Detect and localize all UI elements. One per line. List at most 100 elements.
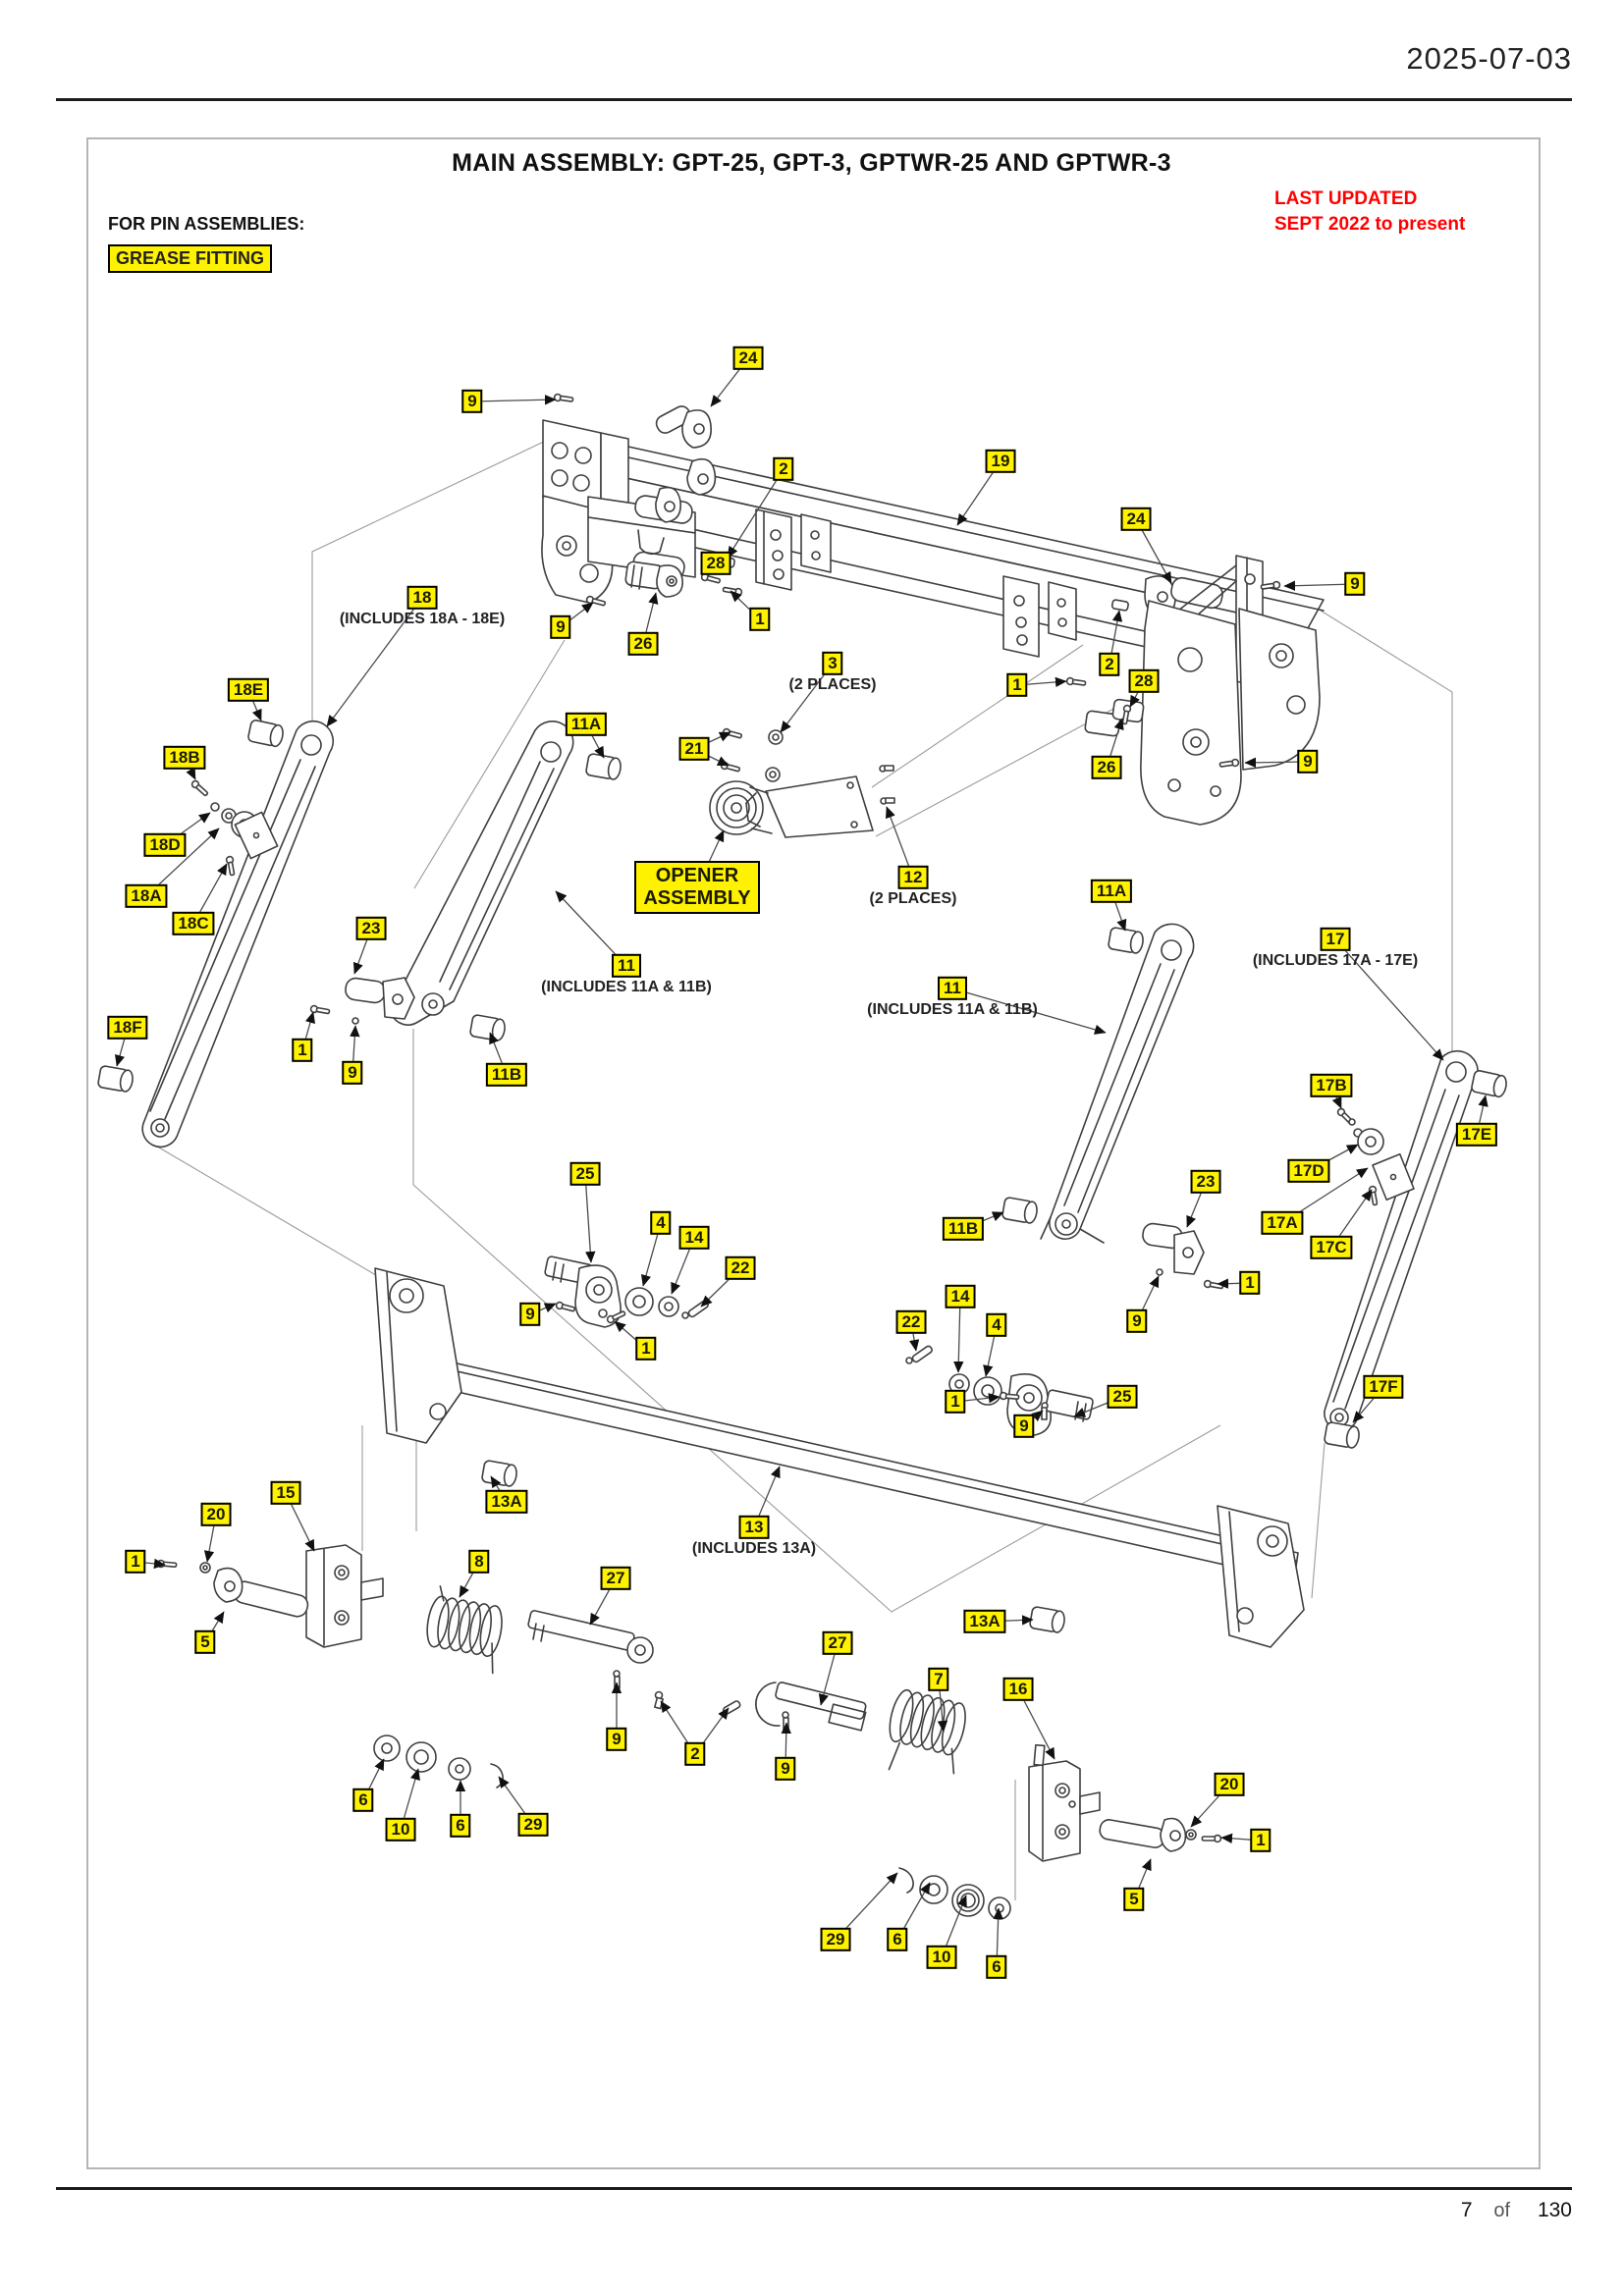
part-callout: 29 bbox=[820, 1927, 851, 1952]
part-callout: 25 bbox=[569, 1161, 601, 1187]
part-callout: 17A bbox=[1261, 1210, 1304, 1236]
part-callout: 18B bbox=[163, 745, 206, 771]
part-callout: 27 bbox=[822, 1630, 853, 1656]
leader-line bbox=[953, 1296, 964, 1373]
callout-note: (INCLUDES 13A) bbox=[691, 1540, 817, 1557]
pin-assemblies-note: FOR PIN ASSEMBLIES: bbox=[108, 214, 305, 234]
assembly-parts bbox=[96, 393, 1509, 1920]
last-updated-line2: SEPT 2022 to present bbox=[1274, 213, 1466, 235]
part-callout: 17B bbox=[1310, 1073, 1353, 1098]
part-callout: 14 bbox=[945, 1284, 976, 1309]
part-callout: 23 bbox=[1190, 1169, 1221, 1195]
part-callout: 11 bbox=[612, 953, 641, 979]
part-callout: 6 bbox=[986, 1954, 1007, 1980]
part-callout: 9 bbox=[1013, 1414, 1035, 1439]
part-callout: 13A bbox=[485, 1489, 528, 1515]
last-updated-line1: LAST UPDATED bbox=[1274, 188, 1418, 209]
part-callout: 23 bbox=[355, 916, 387, 941]
part-callout: 18D bbox=[143, 832, 187, 858]
part-callout: 24 bbox=[732, 346, 764, 371]
footer-rule bbox=[56, 2187, 1572, 2190]
page-total: 130 bbox=[1537, 2199, 1572, 2221]
part-callout: 4 bbox=[650, 1210, 672, 1236]
part-callout: 18C bbox=[172, 911, 215, 936]
callout-note: (INCLUDES 11A & 11B) bbox=[541, 979, 712, 995]
part-callout: 17F bbox=[1363, 1374, 1404, 1400]
part-callout: 22 bbox=[895, 1309, 927, 1335]
part-callout: 1 bbox=[1250, 1828, 1271, 1853]
part-callout: 18E bbox=[227, 677, 270, 703]
part-callout: 13 bbox=[738, 1515, 770, 1540]
part-callout: 11A bbox=[1090, 879, 1133, 904]
part-callout: 1 bbox=[749, 607, 771, 632]
part-callout: 9 bbox=[519, 1302, 541, 1327]
part-callout: 1 bbox=[125, 1549, 146, 1575]
part-callout: 9 bbox=[550, 614, 571, 640]
part-callout: 18F bbox=[107, 1015, 148, 1041]
grease-fitting-badge: GREASE FITTING bbox=[108, 244, 273, 273]
part-callout: 27 bbox=[600, 1566, 631, 1591]
part-callout: 17C bbox=[1310, 1235, 1353, 1260]
part-callout: 28 bbox=[1128, 668, 1160, 694]
part-callout: 4 bbox=[986, 1312, 1007, 1338]
callout-note: (INCLUDES 17A - 17E) bbox=[1252, 952, 1419, 969]
part-callout: 15 bbox=[270, 1480, 301, 1506]
part-callout: 1 bbox=[292, 1038, 313, 1063]
leader-line bbox=[1283, 580, 1356, 591]
part-callout: 25 bbox=[1107, 1384, 1138, 1410]
callout-note: (INCLUDES 11A & 11B) bbox=[867, 1001, 1038, 1018]
part-callout: 9 bbox=[342, 1060, 363, 1086]
part-callout: 1 bbox=[945, 1389, 966, 1415]
part-callout: 5 bbox=[194, 1629, 216, 1655]
part-callout: 11A bbox=[565, 712, 608, 737]
part-callout: 1 bbox=[1239, 1270, 1261, 1296]
part-callout: 9 bbox=[775, 1756, 796, 1782]
callout-note: (2 PLACES) bbox=[869, 890, 957, 907]
leader-line bbox=[1334, 938, 1444, 1061]
part-callout: OPENER ASSEMBLY bbox=[634, 861, 760, 914]
part-callout: 10 bbox=[385, 1817, 416, 1842]
part-callout: 19 bbox=[985, 449, 1016, 474]
part-callout: 17E bbox=[1455, 1122, 1498, 1148]
diagram-border bbox=[86, 137, 1541, 2169]
page-current: 7 bbox=[1460, 2199, 1473, 2221]
leader-line bbox=[471, 395, 557, 405]
part-callout: 6 bbox=[352, 1788, 374, 1813]
part-callout: 9 bbox=[1344, 571, 1366, 597]
part-callout: 6 bbox=[887, 1927, 908, 1952]
part-callout: 26 bbox=[1091, 755, 1122, 780]
leader-line bbox=[555, 890, 627, 967]
part-callout: 13A bbox=[963, 1609, 1006, 1634]
part-callout: 9 bbox=[1297, 749, 1319, 774]
part-callout: 1 bbox=[635, 1336, 657, 1362]
part-callout: 11B bbox=[485, 1062, 528, 1088]
callout-note: (INCLUDES 18A - 18E) bbox=[339, 611, 506, 627]
header-rule bbox=[56, 98, 1572, 101]
part-callout: 12 bbox=[897, 865, 929, 890]
part-callout: 2 bbox=[684, 1741, 706, 1767]
part-callout: 3 bbox=[822, 651, 843, 676]
part-callout: 11 bbox=[938, 976, 967, 1001]
page-title: MAIN ASSEMBLY: GPT-25, GPT-3, GPTWR-25 A… bbox=[452, 149, 1171, 177]
page-of-word: of bbox=[1493, 2200, 1511, 2221]
part-callout: 5 bbox=[1123, 1887, 1145, 1912]
leader-line bbox=[727, 468, 784, 559]
part-callout: 9 bbox=[461, 389, 483, 414]
part-callout: 26 bbox=[627, 631, 659, 657]
leader-line bbox=[326, 597, 423, 727]
part-callout: 29 bbox=[517, 1812, 549, 1838]
part-callout: 8 bbox=[468, 1549, 490, 1575]
part-callout: 2 bbox=[773, 456, 794, 482]
page-number: 7 of 130 bbox=[1461, 2199, 1572, 2222]
part-callout: 7 bbox=[928, 1667, 949, 1692]
last-updated-note: LAST UPDATED SEPT 2022 to present bbox=[1274, 187, 1465, 237]
part-callout: 24 bbox=[1120, 507, 1152, 532]
part-callout: 10 bbox=[926, 1945, 957, 1970]
part-callout: 22 bbox=[725, 1255, 756, 1281]
callout-note: (2 PLACES) bbox=[788, 676, 877, 693]
leader-line bbox=[584, 1173, 596, 1263]
part-callout: 17D bbox=[1287, 1158, 1330, 1184]
